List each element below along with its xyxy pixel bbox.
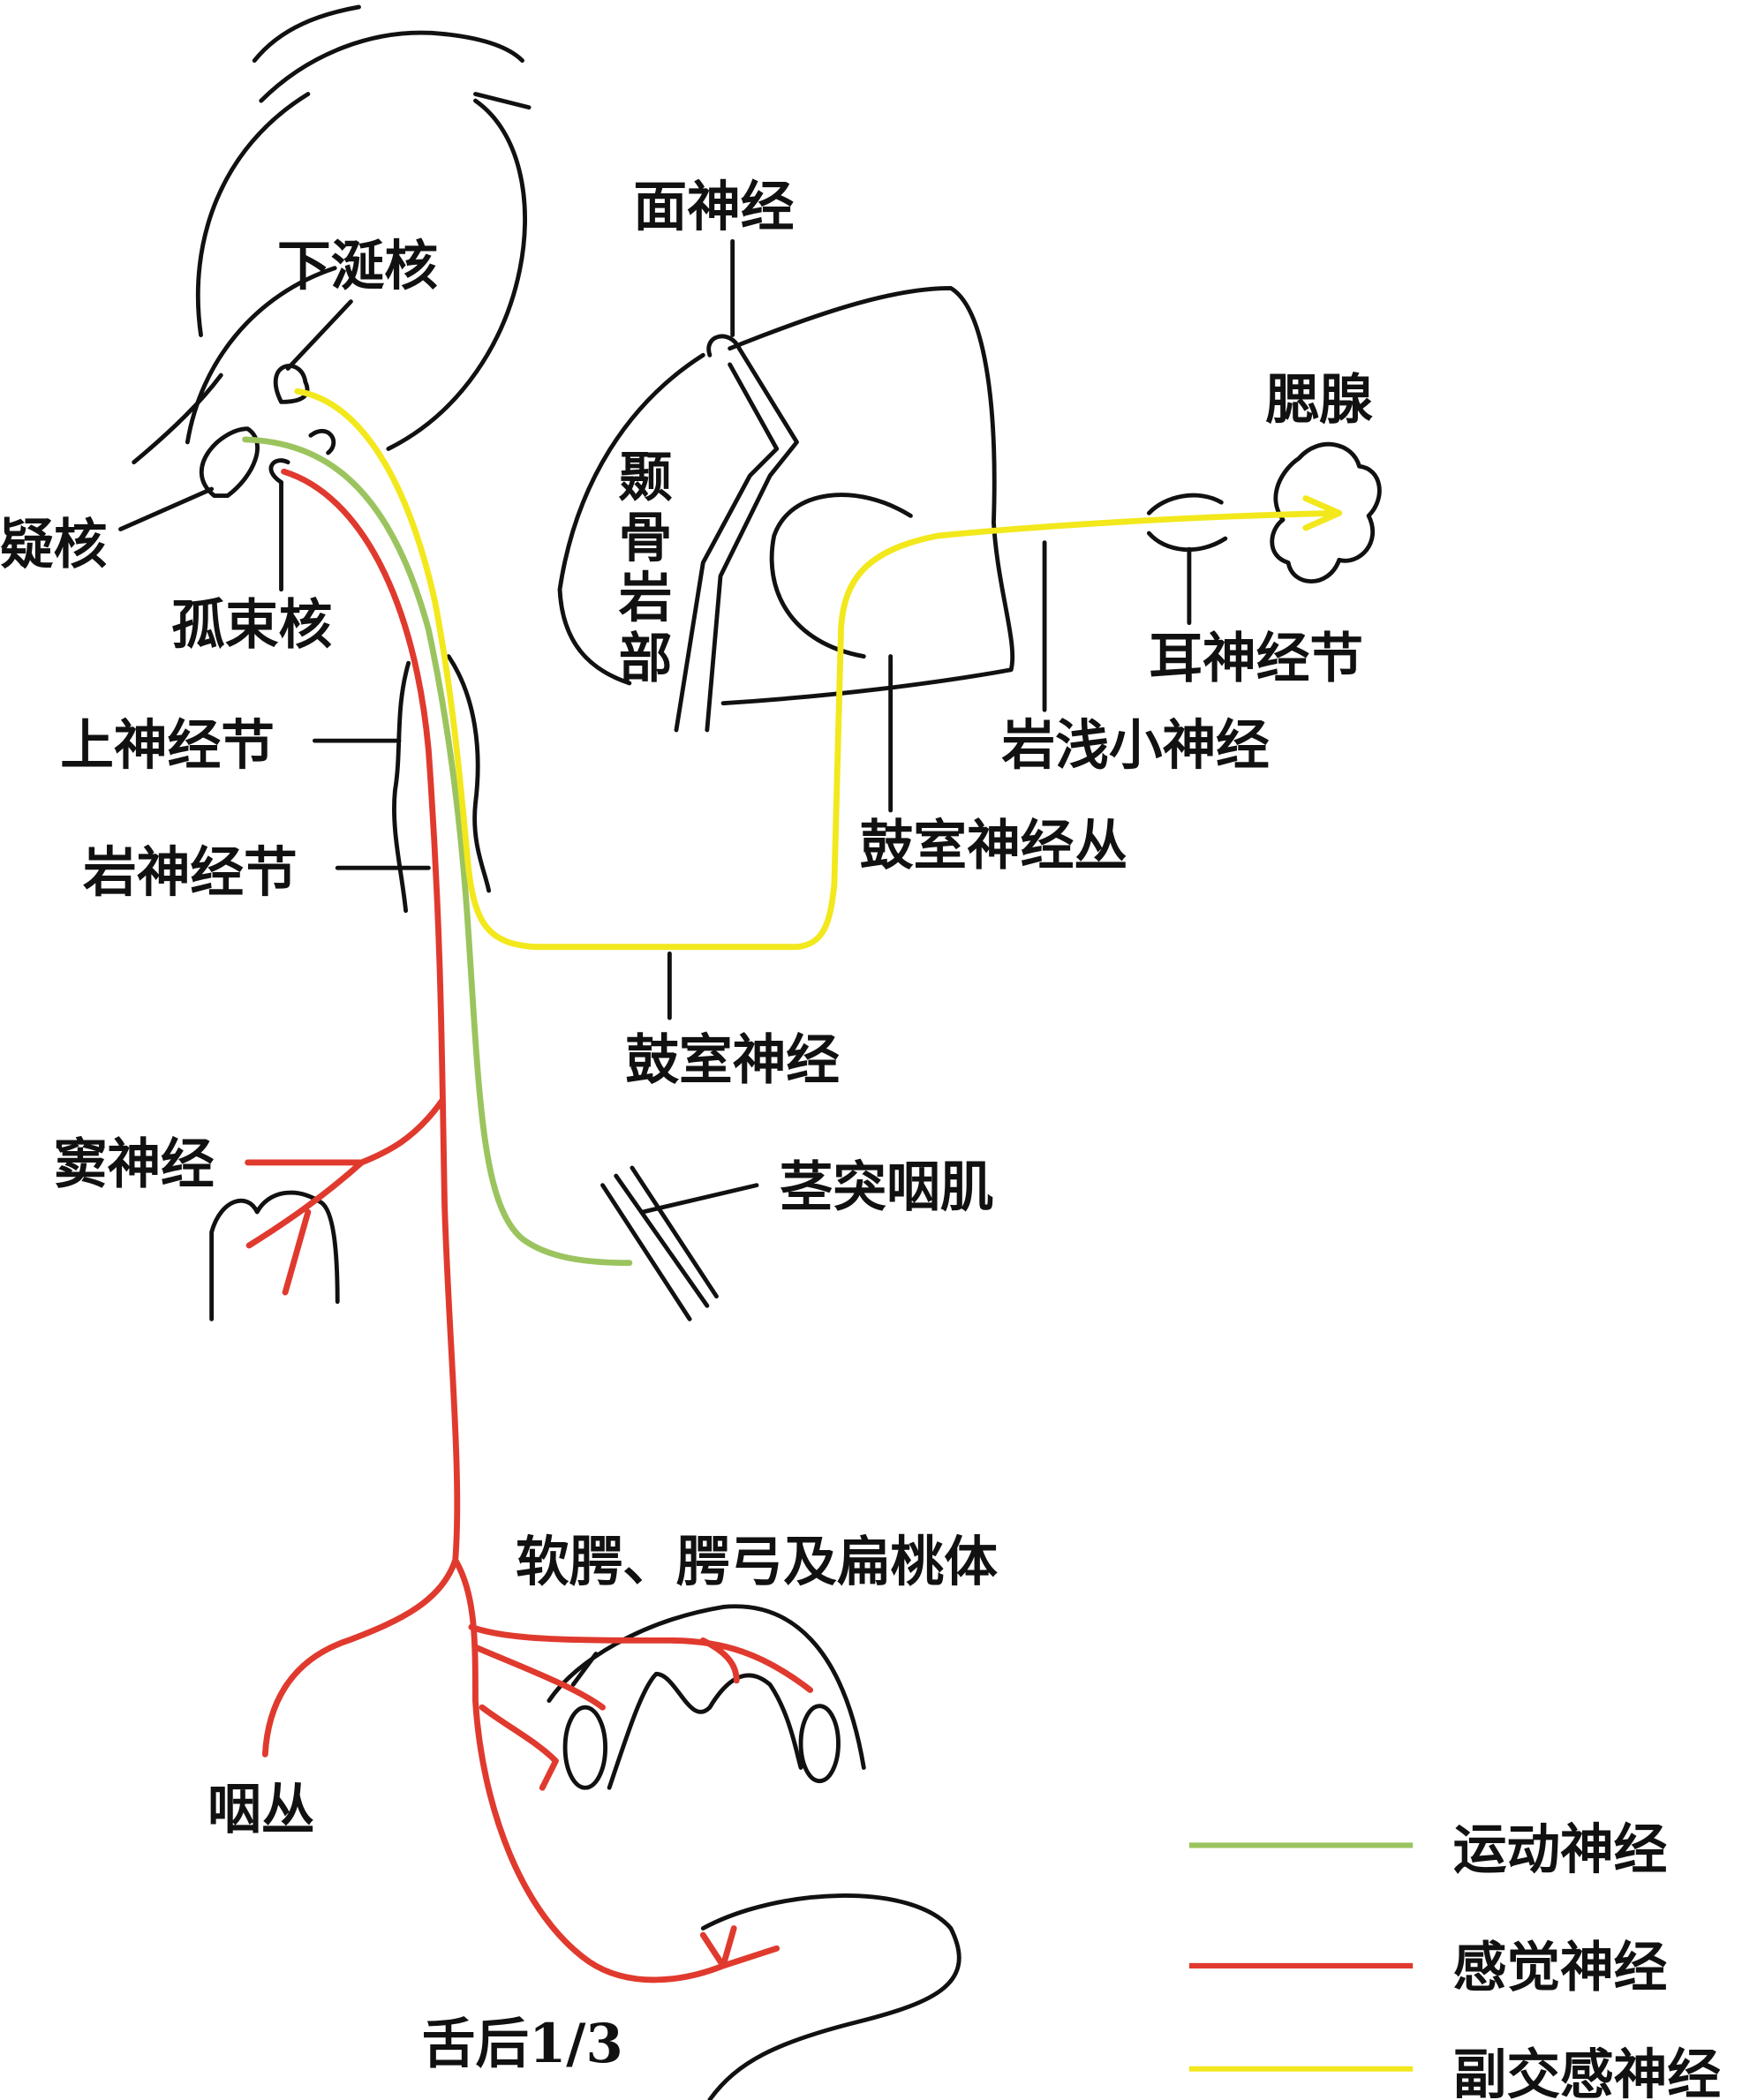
label-petrous-char: 骨 <box>619 507 673 569</box>
legend-label-motor: 运动神经 <box>1453 1818 1668 1881</box>
label-petrosal-ganglion: 岩神经节 <box>82 841 298 904</box>
label-lesser-petrosal-nerve: 岩浅小神经 <box>1001 714 1270 777</box>
label-tympanic-nerve: 鼓室神经 <box>625 1028 840 1091</box>
label-posterior-tongue: 舌后1/3 <box>422 2013 623 2075</box>
motor-nerve-path <box>242 436 633 1267</box>
parotid-gland-shape <box>1270 441 1382 583</box>
label-nucleus-ambiguus: 疑核 <box>0 513 107 576</box>
carotid-sinus-shape <box>209 1190 340 1321</box>
label-tympanic-plexus: 鼓室神经丛 <box>860 815 1127 877</box>
legend-label-parasympathetic: 副交感神经 <box>1453 2044 1721 2100</box>
label-petrous-char: 部 <box>619 627 673 689</box>
label-petrous-char: 颞 <box>619 447 673 509</box>
label-pharyngeal-plexus: 咽丛 <box>207 1779 314 1841</box>
label-superior-ganglion: 上神经节 <box>60 714 275 777</box>
label-petrous-temporal: 颞 骨 岩 部 <box>618 447 673 690</box>
legend: 运动神经 感觉神经 副交感神经 <box>1188 1818 1721 2100</box>
petrous-temporal-outline <box>557 238 1228 813</box>
label-parotid-gland: 腮腺 <box>1265 369 1373 432</box>
stylopharyngeus-shape <box>600 1165 759 1321</box>
brainstem-outline <box>118 4 532 592</box>
label-otic-ganglion: 耳神经节 <box>1149 627 1363 689</box>
label-petrous-char: 岩 <box>618 567 673 629</box>
legend-label-sensory: 感觉神经 <box>1453 1937 1668 1999</box>
sensory-nerve-path <box>245 468 814 1983</box>
ganglia-outline <box>313 654 492 914</box>
palate-tonsil-outline <box>547 1604 866 1790</box>
parasympathetic-nerve-path <box>294 388 1343 951</box>
label-inferior-salivatory-nucleus: 下涎核 <box>277 235 438 297</box>
label-solitary-nucleus: 孤束核 <box>171 593 332 656</box>
label-stylopharyngeus: 茎突咽肌 <box>780 1155 994 1218</box>
tongue-outline <box>700 1893 961 2100</box>
label-soft-palate: 软腭、腭弓及扁桃体 <box>516 1531 998 1593</box>
label-facial-nerve: 面神经 <box>633 176 794 238</box>
label-carotid-sinus-nerve: 窦神经 <box>54 1133 215 1196</box>
